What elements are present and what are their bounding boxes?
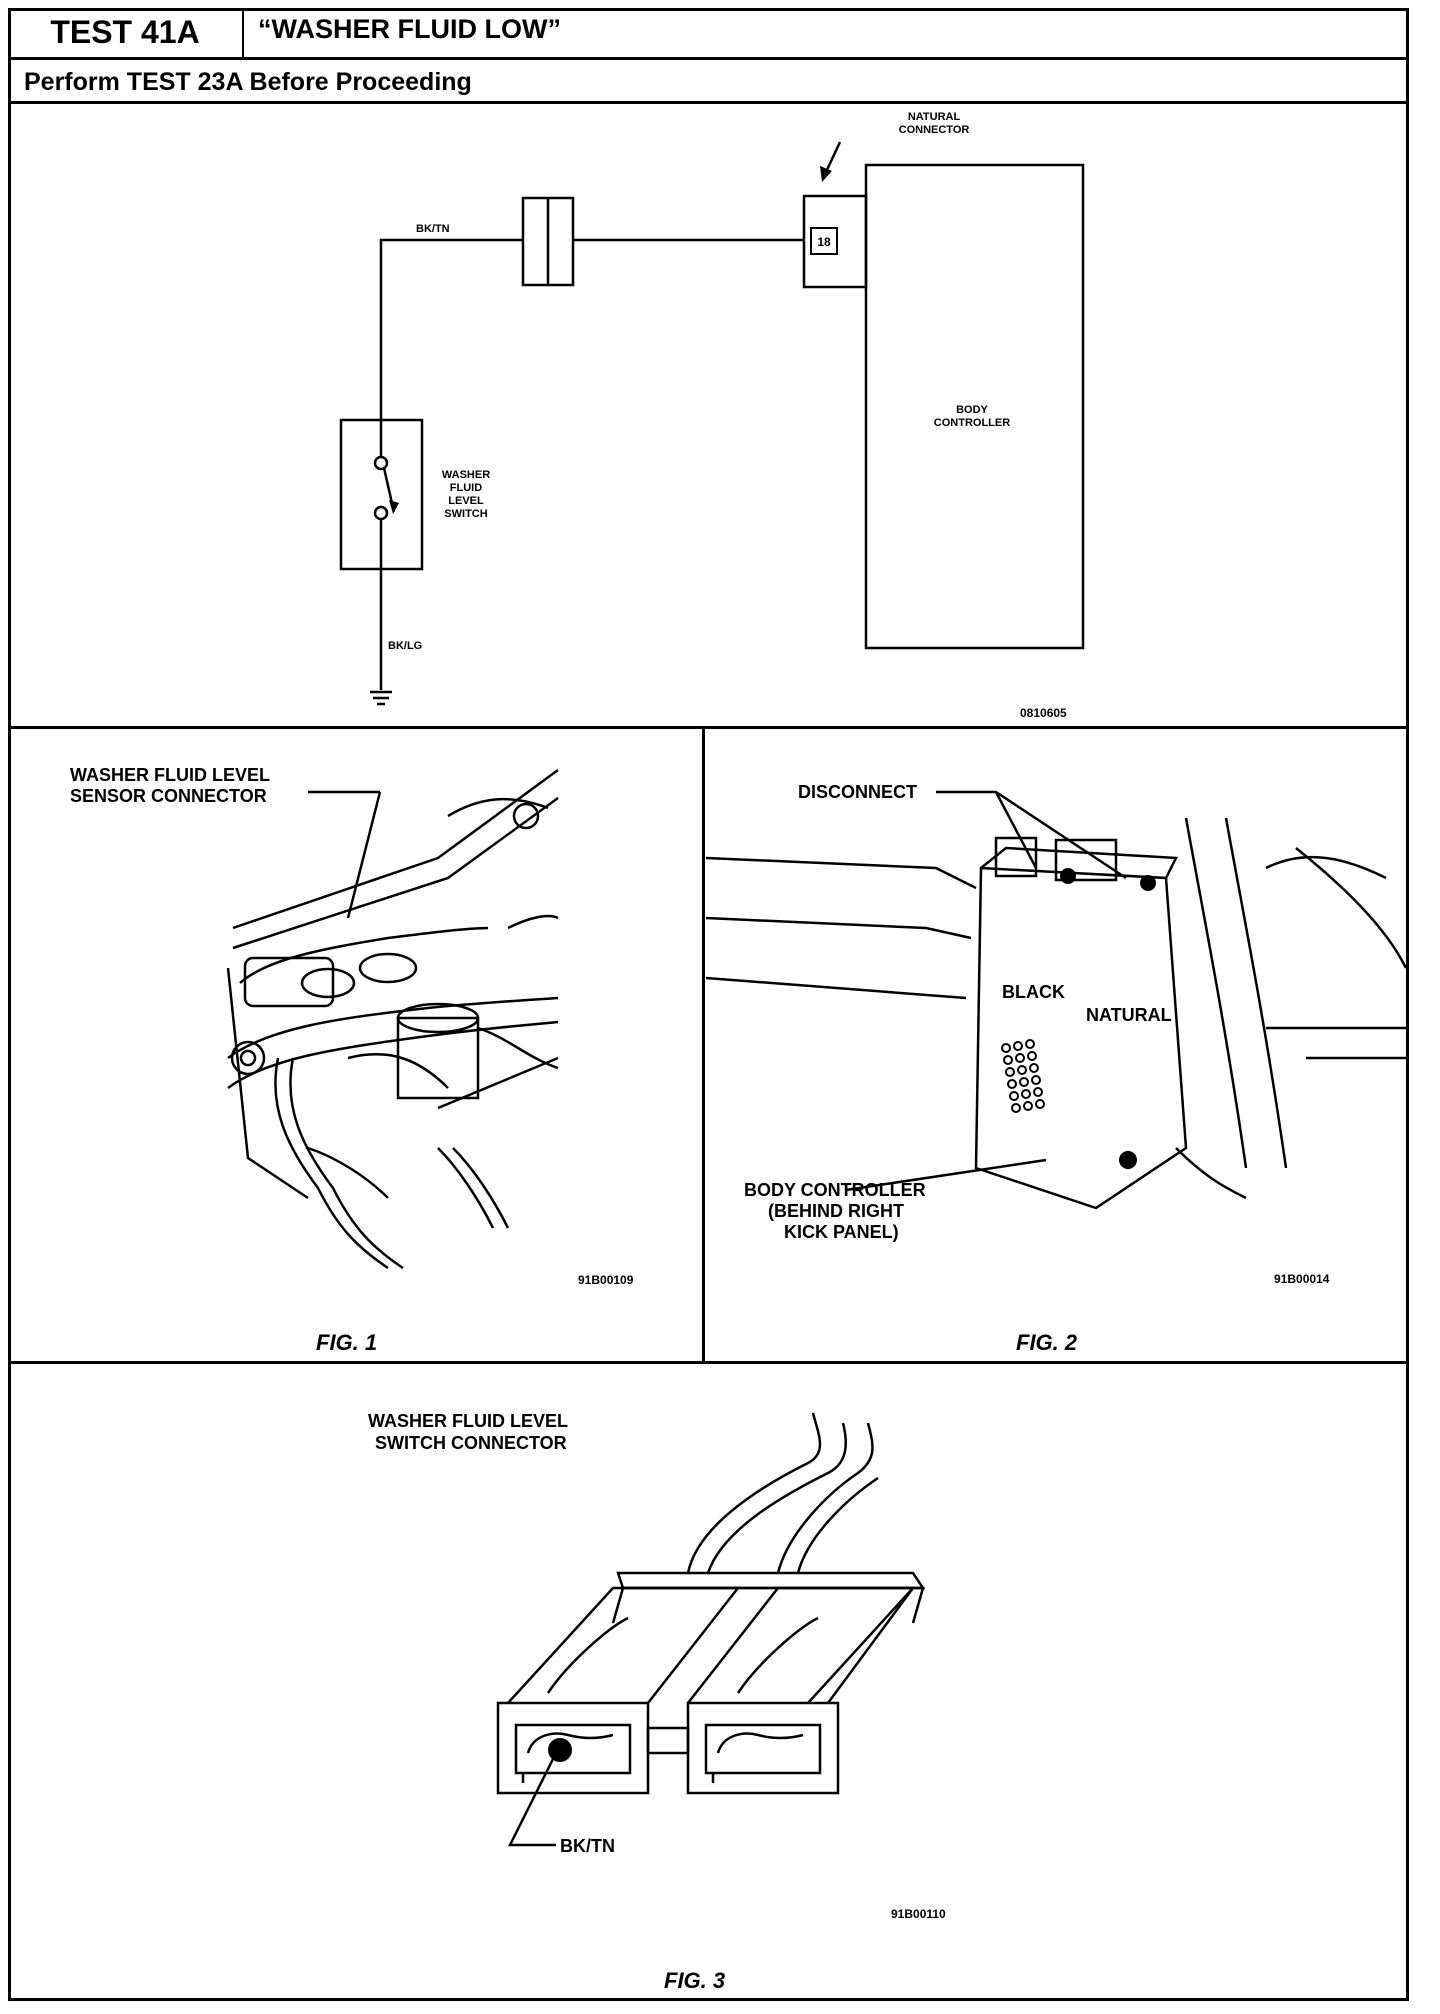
switch-label-4: SWITCH	[444, 508, 487, 520]
natural-connector-label-1: NATURAL	[908, 111, 961, 123]
switch-label-3: LEVEL	[448, 495, 484, 507]
fig2-caption: FIG. 2	[1016, 1330, 1078, 1355]
wire-label-bklg: BK/LG	[388, 640, 422, 652]
fig3-label-line1: WASHER FLUID LEVEL	[368, 1411, 568, 1431]
fig3-label-line2: SWITCH CONNECTOR	[375, 1433, 567, 1453]
body-controller-label-2: CONTROLLER	[934, 417, 1010, 429]
body-controller-label-1: BODY	[956, 404, 988, 416]
fig2-natural-label: NATURAL	[1086, 1005, 1172, 1025]
fig2-bc-line2: (BEHIND RIGHT	[768, 1201, 904, 1221]
fig3-connector-illustration: WASHER FLUID LEVEL SWITCH CONNECTOR BK/T…	[368, 1411, 946, 1921]
fig1-label-line1: WASHER FLUID LEVEL	[70, 765, 270, 785]
natural-connector-label-2: CONNECTOR	[899, 124, 970, 136]
fig2-bc-line1: BODY CONTROLLER	[744, 1180, 926, 1200]
switch-label-2: FLUID	[450, 482, 482, 494]
pin-number: 18	[817, 235, 831, 249]
fig1-caption: FIG. 1	[316, 1330, 378, 1355]
fig1-engine-illustration: WASHER FLUID LEVEL SENSOR CONNECTOR 91B0…	[70, 765, 634, 1287]
fig-column-divider	[702, 726, 705, 1362]
figs-bottom-divider	[8, 1361, 1409, 1364]
page-frame	[8, 8, 1409, 2001]
switch-label-1: WASHER	[442, 469, 490, 481]
fig2-code: 91B00014	[1274, 1272, 1330, 1286]
header-divider	[8, 57, 1409, 60]
wire-label-bktn: BK/TN	[416, 223, 450, 235]
body-controller-box	[864, 163, 1085, 650]
fig2-disconnect-label: DISCONNECT	[798, 782, 917, 802]
fig1-code: 91B00109	[578, 1273, 634, 1287]
natural-connector-box	[802, 194, 868, 289]
fig3-code: 91B00110	[891, 1907, 946, 1921]
connector-arrow-icon	[820, 166, 832, 182]
wire-bktn-left	[379, 238, 523, 420]
fig2-bc-line3: KICK PANEL)	[784, 1222, 899, 1242]
schematic-code: 0810605	[1020, 706, 1067, 720]
wiring-schematic: NATURAL CONNECTOR BK/TN 18 BODY CONTROLL…	[339, 111, 1085, 720]
fig3-wire-label: BK/TN	[560, 1836, 615, 1856]
fig1-label-line2: SENSOR CONNECTOR	[70, 786, 267, 806]
schematic-bottom-divider	[8, 726, 1409, 729]
pin-box	[810, 227, 838, 255]
fig2-black-label: BLACK	[1002, 982, 1065, 1002]
header-bottom-divider	[8, 101, 1409, 104]
fig2-body-controller-illustration: DISCONNECT BLACK NATURAL BODY CONTROLLER…	[705, 782, 1408, 1286]
prerequisite-note: Perform TEST 23A Before Proceeding	[24, 68, 472, 96]
test-title: “WASHER FLUID LOW”	[258, 14, 561, 44]
fig3-caption: FIG. 3	[664, 1968, 726, 1993]
